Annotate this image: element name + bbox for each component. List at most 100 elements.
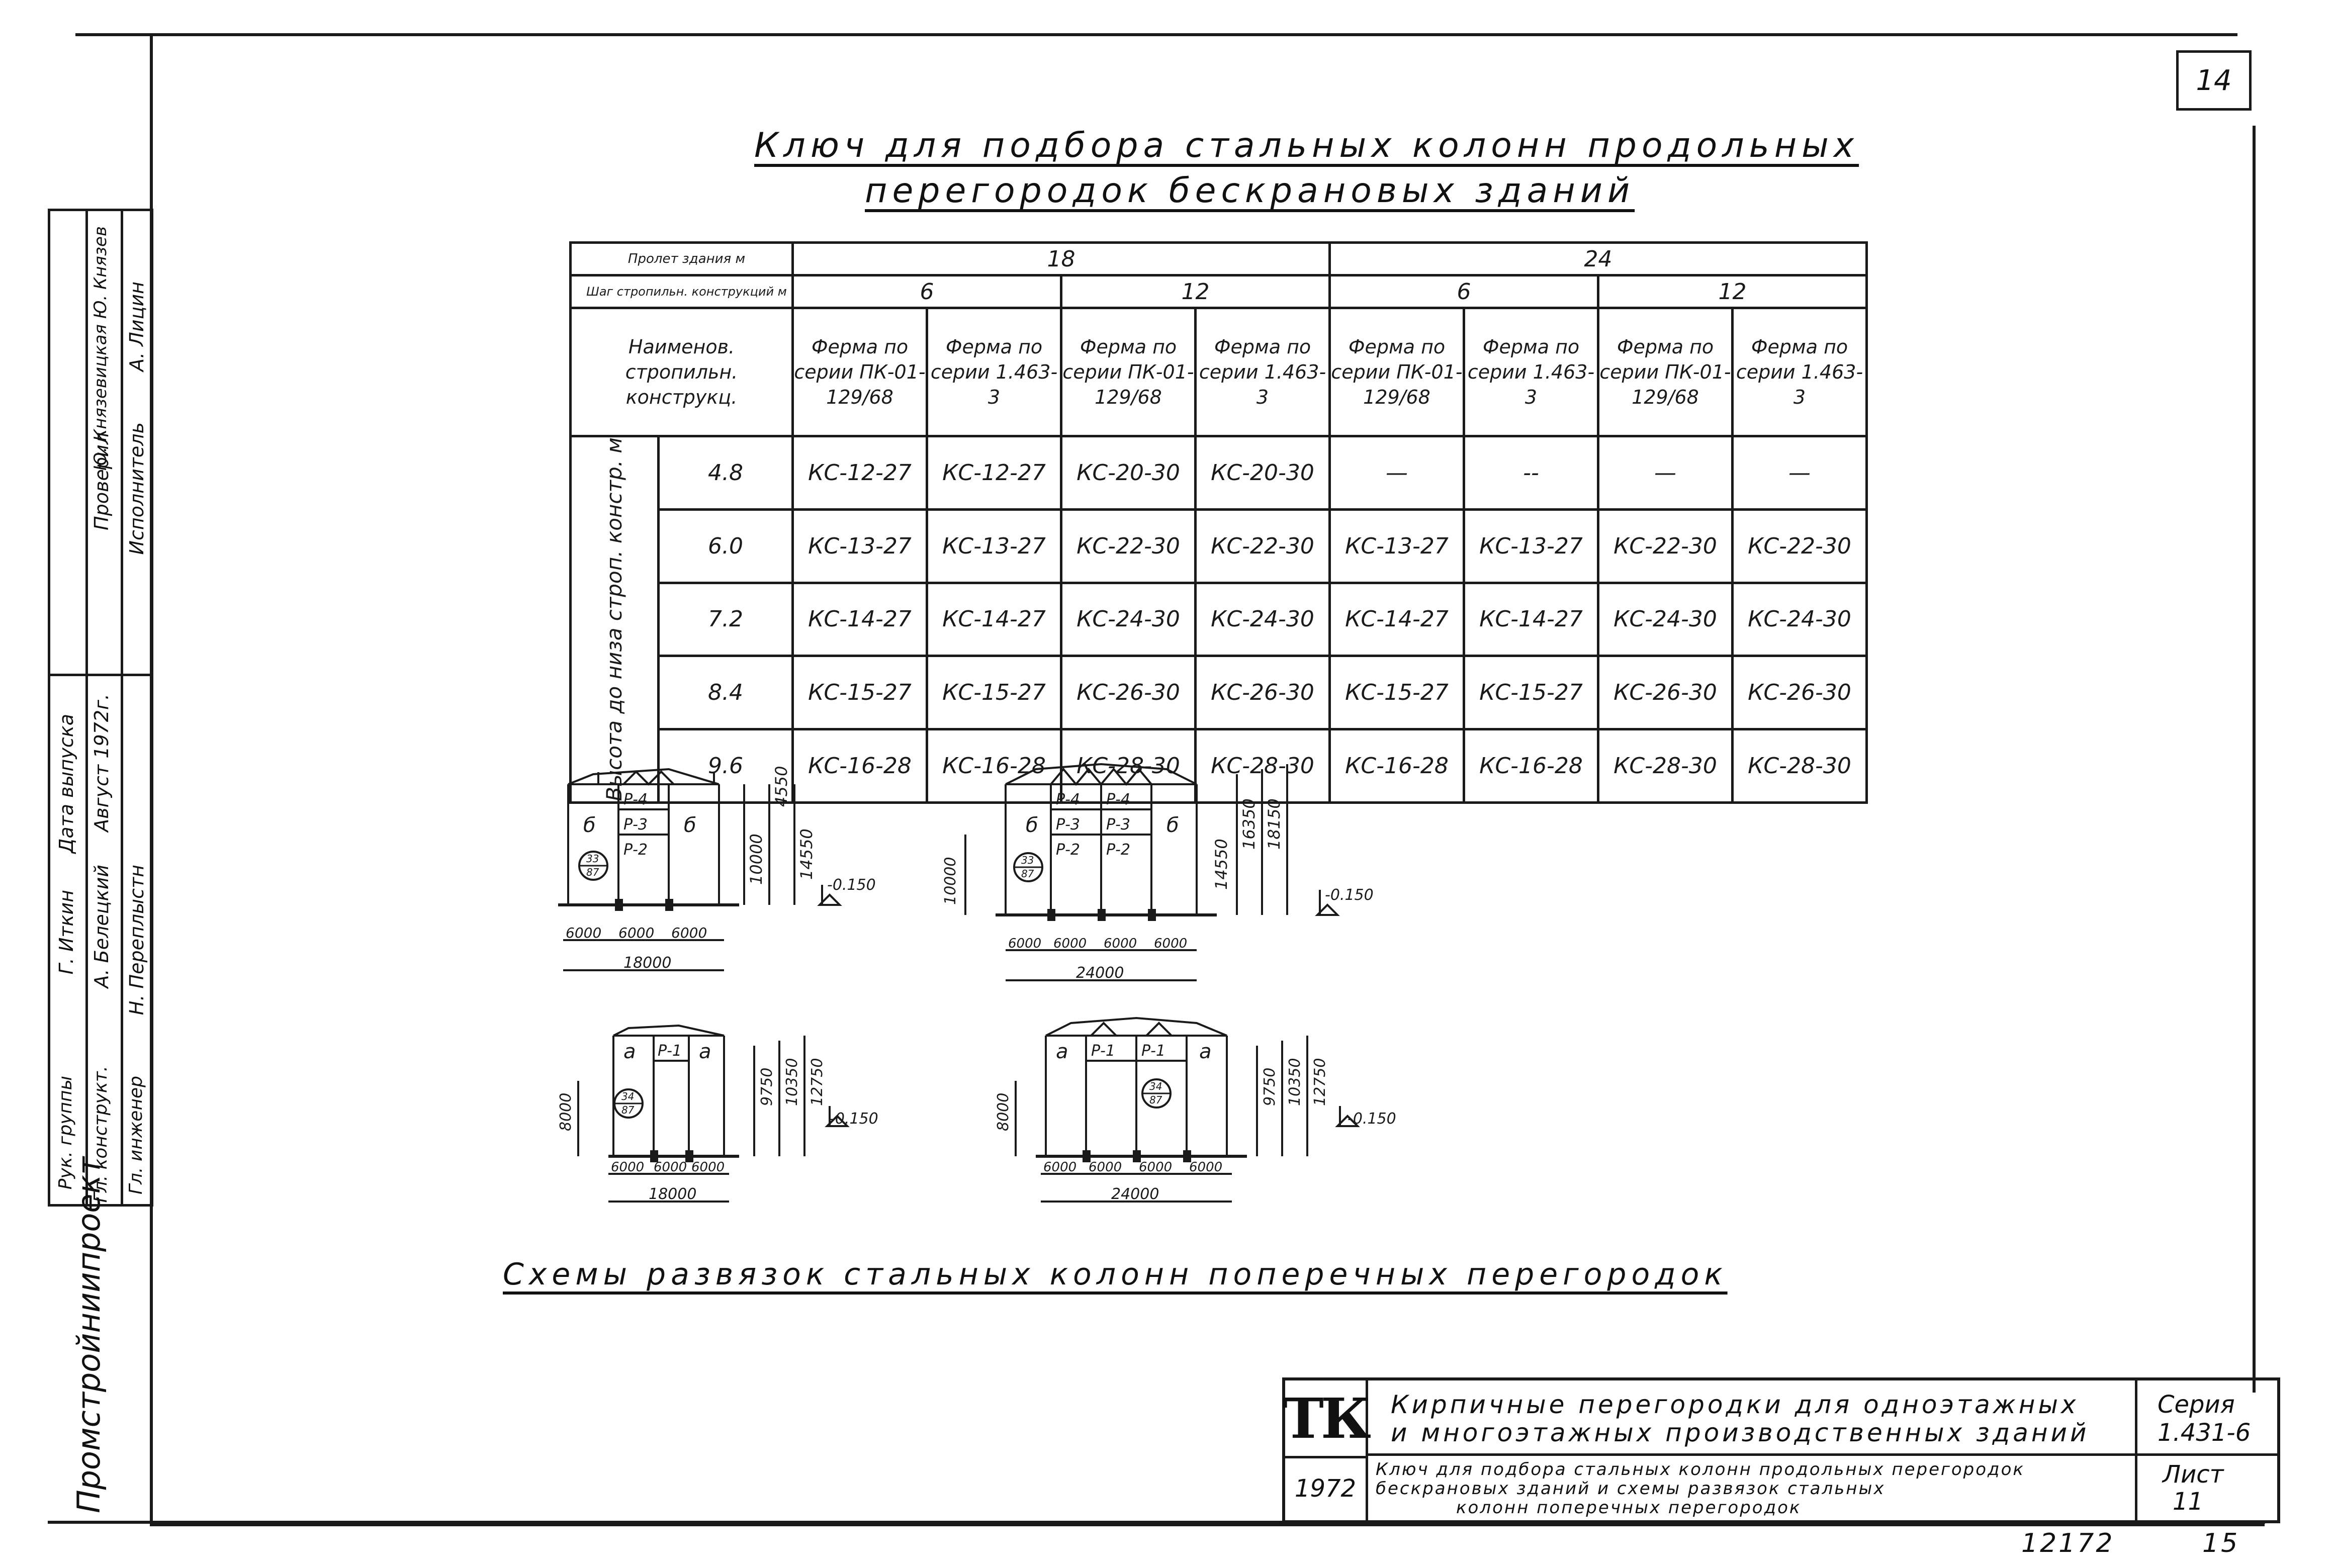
label-b-right: б xyxy=(1166,814,1179,837)
step-header-label: Шаг стропильн. конструкций м xyxy=(569,274,794,309)
label-b-left: б xyxy=(583,814,596,837)
roof-line xyxy=(1005,763,1197,785)
node-ref-bot: 87 xyxy=(1021,868,1034,880)
height-header-cell: Высота до низа строп. констр. м xyxy=(569,435,660,804)
label-p1: Р-1 xyxy=(1091,1042,1115,1060)
scheme-18m-b-drawing: б б Р-4 Р-3 Р-2 33 87 10000 4550 14550 -… xyxy=(558,766,876,972)
dim-d3: 6000 xyxy=(1104,936,1137,951)
span-18-header: 18 xyxy=(791,241,1331,276)
height-value: 7.2 xyxy=(657,581,794,658)
dim-h1: 10000 xyxy=(747,834,766,885)
scheme-24m-a-drawing: а а Р-1 Р-1 34 87 8000 9750 10350 12750 … xyxy=(995,1017,1396,1203)
level-mark: -0.150 xyxy=(1325,886,1374,904)
frame-top-line xyxy=(75,33,2237,36)
organization-name: Промстройниипроект xyxy=(70,1156,107,1513)
roof-line xyxy=(568,768,720,785)
table-cell: -- xyxy=(1463,435,1599,511)
label-p3-2: Р-3 xyxy=(1106,816,1130,834)
label-a-left: а xyxy=(623,1040,636,1063)
sig-name: А. Белецкий xyxy=(91,865,113,988)
node-ref-top: 33 xyxy=(586,853,599,865)
dim-d3: 6000 xyxy=(1139,1160,1172,1175)
sheet-cell: Лист 11 xyxy=(2135,1456,2278,1521)
dim-h3: 10350 xyxy=(783,1058,801,1106)
node-ref-bot: 87 xyxy=(586,866,599,878)
sig-name: Г. Иткин xyxy=(55,890,77,975)
dim-d2: 6000 xyxy=(1089,1160,1122,1175)
table-row: 8.4 КС-15-27 КС-15-27 КС-26-30 КС-26-30 … xyxy=(571,655,1868,730)
series-value: 1.431-6 xyxy=(2158,1419,2251,1447)
dim-h2: 14550 xyxy=(1212,839,1231,890)
dim-h4: 12750 xyxy=(809,1058,826,1106)
sheet-value: 11 xyxy=(2173,1488,2204,1516)
sig-row-divider xyxy=(50,674,151,676)
table-cell: КС-15-27 xyxy=(791,655,928,730)
truss-header: Ферма по серии 1.463-3 xyxy=(1731,307,1868,437)
sig-name: Н. Переплыстн xyxy=(126,865,148,1016)
dim-h4: 12750 xyxy=(1311,1058,1329,1106)
truss xyxy=(1050,767,1152,786)
label-p2-2: Р-2 xyxy=(1106,841,1130,859)
table-cell: КС-13-27 xyxy=(1328,508,1465,584)
stamp-sub-cell: Ключ для подбора стальных колонн продоль… xyxy=(1366,1456,2135,1521)
table-cell: КС-22-30 xyxy=(1731,508,1868,584)
table-cell: КС-15-27 xyxy=(1463,655,1599,730)
scheme-18m-a-drawing: а а Р-1 34 87 8000 9750 10350 12750 -0.1… xyxy=(557,1024,878,1203)
column-key-table: Пролет здания м 18 24 Шаг стропильн. кон… xyxy=(569,241,1868,804)
node-ref-top: 33 xyxy=(1021,854,1034,866)
dim-total: 18000 xyxy=(623,954,671,972)
table-cell: КС-24-30 xyxy=(1731,581,1868,658)
sig-name: Ю. Князевицкая Ю. Князев xyxy=(91,226,111,471)
stamp-sub-3: колонн поперечных перегородок xyxy=(1456,1498,1802,1518)
label-a-right: а xyxy=(699,1040,711,1063)
signature-block: Гл. инженер Гл. конструкт. Рук. группы А… xyxy=(48,209,153,1207)
level-mark: -0.150 xyxy=(830,1110,878,1128)
dim-d1: 6000 xyxy=(566,925,601,941)
sheet-number: 14 xyxy=(2196,64,2232,97)
stamp-title-1: Кирпичные перегородки для одноэтажных xyxy=(1391,1390,2079,1419)
stamp-title-cell: Кирпичные перегородки для одноэтажных и … xyxy=(1366,1380,2135,1456)
dim-h3: 14550 xyxy=(797,828,816,880)
label-p1: Р-1 xyxy=(658,1042,682,1060)
dim-d4: 6000 xyxy=(1189,1160,1222,1175)
table-cell: КС-13-27 xyxy=(1463,508,1599,584)
sig-col-divider xyxy=(85,211,88,1204)
label-b-left: б xyxy=(1026,814,1038,837)
page-title-line1: Ключ для подбора стальных колонн продоль… xyxy=(754,126,1859,165)
table-cell: КС-14-27 xyxy=(791,581,928,658)
dim-total: 24000 xyxy=(1076,964,1124,982)
scheme-24m-b-drawing: б б Р-4 Р-3 Р-2 Р-4 Р-3 Р-2 33 87 10000 … xyxy=(942,763,1374,982)
table-cell: КС-14-27 xyxy=(1328,581,1465,658)
sig-name: Август 1972г. xyxy=(91,694,113,832)
table-cell: — xyxy=(1731,435,1868,511)
span-24-header: 24 xyxy=(1328,241,1868,276)
table-row: 9.6 КС-16-28 КС-16-28 КС-28-30 КС-28-30 … xyxy=(571,728,1868,804)
label-p3: Р-3 xyxy=(623,816,648,834)
truss-header: Ферма по серии ПК-01-129/68 xyxy=(1597,307,1734,437)
truss-header: Ферма по серии 1.463-3 xyxy=(926,307,1062,437)
node-ref-bot: 87 xyxy=(1149,1094,1162,1106)
scheme-18m-b: б б Р-4 Р-3 Р-2 33 87 10000 4550 14550 -… xyxy=(548,754,950,995)
table-cell: КС-22-30 xyxy=(1194,508,1331,584)
dim-d1: 6000 xyxy=(611,1160,644,1175)
node-ref-top: 34 xyxy=(1149,1080,1162,1092)
roof-line xyxy=(1045,1017,1227,1037)
stamp-title-2: и многоэтажных производственных зданий xyxy=(1391,1418,2090,1447)
title-block: ТК 1972 Кирпичные перегородки для одноэт… xyxy=(1282,1377,2280,1523)
stamp-sub-2: бескрановых зданий и схемы развязок стал… xyxy=(1376,1479,1886,1499)
sig-name: А. Лицин xyxy=(126,282,148,372)
dim-d1: 6000 xyxy=(1008,936,1041,951)
dim-h1: 8000 xyxy=(557,1093,575,1131)
dim-d3: 6000 xyxy=(691,1160,725,1175)
frame-right-line xyxy=(2253,126,2256,1393)
table-cell: КС-24-30 xyxy=(1597,581,1734,658)
schemes-caption: Схемы развязок стальных колонн поперечны… xyxy=(503,1257,1728,1292)
table-cell: КС-16-28 xyxy=(926,728,1062,804)
height-value: 6.0 xyxy=(657,508,794,584)
table-cell: КС-24-30 xyxy=(1194,581,1331,658)
table-cell: КС-26-30 xyxy=(1194,655,1331,730)
table-cell: КС-22-30 xyxy=(1597,508,1734,584)
label-p4: Р-4 xyxy=(1056,791,1080,808)
dim-h2: 9750 xyxy=(758,1068,776,1106)
table-cell: КС-12-27 xyxy=(791,435,928,511)
